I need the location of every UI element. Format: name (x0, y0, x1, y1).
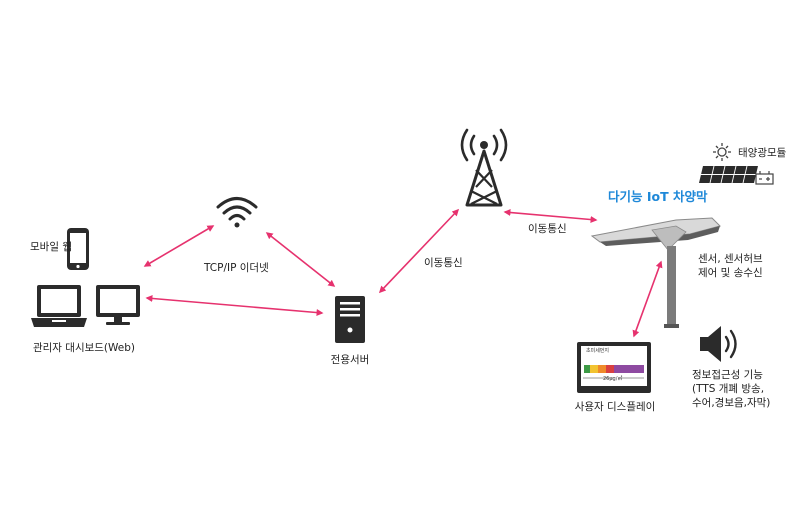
wifi-icon (216, 197, 258, 228)
sensor-hub-label: 센서, 센서허브 제어 및 송수신 (698, 252, 763, 280)
cell-tower-icon (460, 128, 508, 207)
mobile-comm-label-1: 이동통신 (424, 257, 463, 269)
display-screen-header: 초미세먼지 (586, 348, 610, 354)
monitor-icon (96, 285, 140, 325)
smartphone-icon (67, 228, 89, 270)
admin-dashboard-label: 관리자 대시보드(Web) (32, 342, 136, 354)
mobile-comm-label-2: 이동통신 (528, 223, 567, 235)
mobile-web-label: 모바일 웹 (30, 241, 72, 253)
accessibility-line-3: 수어,경보음,자막) (692, 397, 771, 409)
arrow-mobile-wifi (143, 225, 215, 267)
smart-canopy-icon (590, 217, 721, 328)
battery-icon (755, 171, 774, 185)
speaker-icon (700, 326, 737, 362)
connection-arrows (143, 208, 663, 338)
display-board-icon (577, 342, 651, 393)
sensor-hub-line-2: 제어 및 송수신 (698, 267, 763, 279)
arrow-tower-canopy (503, 208, 598, 224)
iot-canopy-title: 다기능 IoT 차양막 (608, 189, 708, 204)
arrow-monitor-server (145, 294, 324, 317)
user-display-label: 사용자 디스플레이 (574, 401, 656, 413)
sensor-hub-line-1: 센서, 센서허브 (698, 253, 763, 265)
accessibility-line-1: 정보접근성 기능 (692, 369, 763, 381)
server-tower-icon (335, 296, 365, 343)
accessibility-label: 정보접근성 기능 (TTS 개폐 방송, 수어,경보음,자막) (692, 368, 770, 410)
solar-panel-icon (699, 165, 758, 184)
dedicated-server-label: 전용서버 (330, 354, 370, 366)
accessibility-line-2: (TTS 개폐 방송, (692, 383, 765, 395)
laptop-icon (31, 285, 87, 327)
arrow-server-tower (378, 208, 460, 294)
sun-icon (713, 143, 731, 161)
solar-module-label: 태양광모듈 (738, 147, 787, 159)
arrow-canopy-display (632, 260, 663, 338)
tcp-ip-label: TCP/IP 이더넷 (204, 262, 269, 274)
display-screen-value: 26μg/㎥ (603, 376, 623, 382)
arrow-wifi-server (265, 232, 336, 287)
